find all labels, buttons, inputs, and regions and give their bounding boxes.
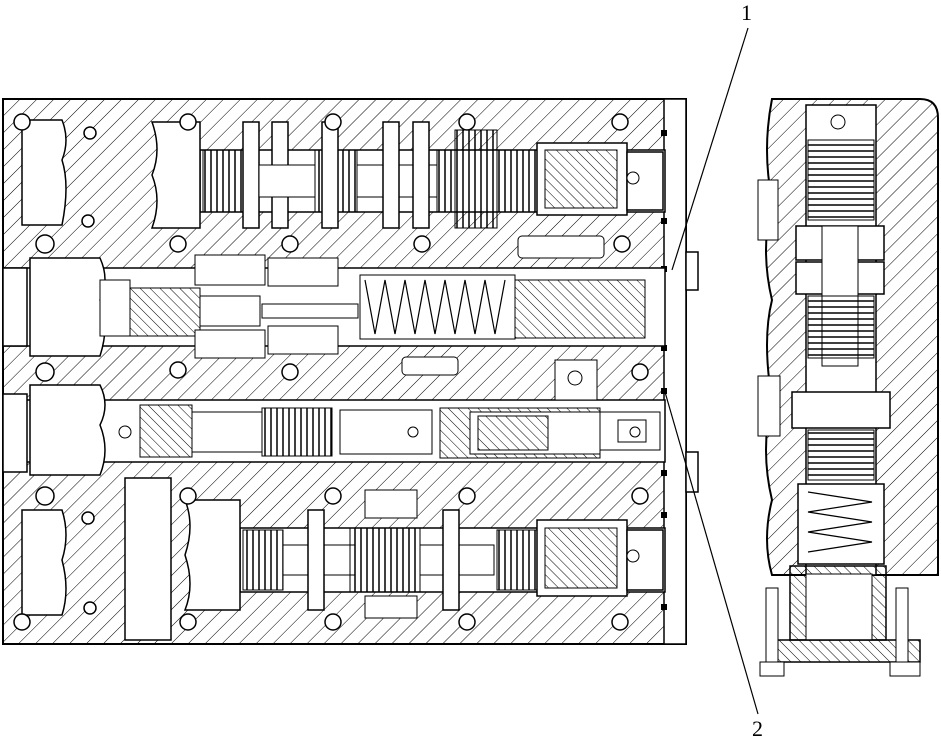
side-section-view <box>757 98 939 677</box>
callout-leaders <box>664 27 759 715</box>
bottom-spool-valve <box>183 489 666 619</box>
callout-label-2: 2 <box>752 716 763 741</box>
left-passages <box>21 119 172 641</box>
top-spool-valve <box>150 121 666 229</box>
callout-label-1: 1 <box>741 0 752 25</box>
middle-relief-valve <box>2 235 666 376</box>
lower-pilot-valve <box>2 359 666 476</box>
mounting-holes <box>13 113 649 631</box>
